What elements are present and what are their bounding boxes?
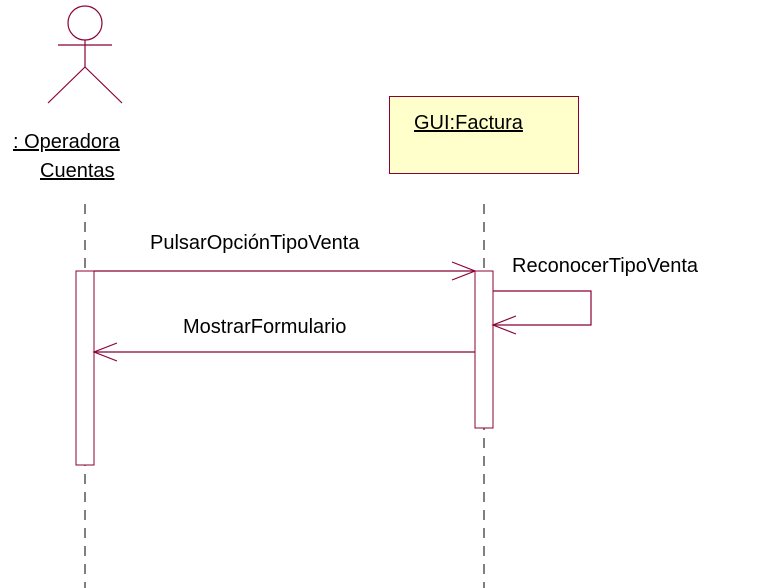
actor-name-line2: Cuentas — [40, 160, 115, 182]
object-name: GUI:Factura — [414, 112, 523, 134]
actor-icon — [47, 5, 123, 104]
message-arrow-reconocer — [491, 290, 592, 335]
object-box[interactable] — [389, 96, 579, 174]
message-arrow-mostrar — [92, 342, 475, 362]
message-label-reconocer: ReconocerTipoVenta — [512, 255, 699, 277]
message-label-pulsar: PulsarOpciónTipoVenta — [150, 232, 360, 254]
message-label-mostrar: MostrarFormulario — [183, 316, 347, 338]
actor-name-line1: : Operadora — [13, 131, 120, 153]
object-activation-bar — [474, 270, 494, 429]
message-arrow-pulsar — [94, 261, 477, 281]
actor-activation-bar — [75, 270, 95, 466]
